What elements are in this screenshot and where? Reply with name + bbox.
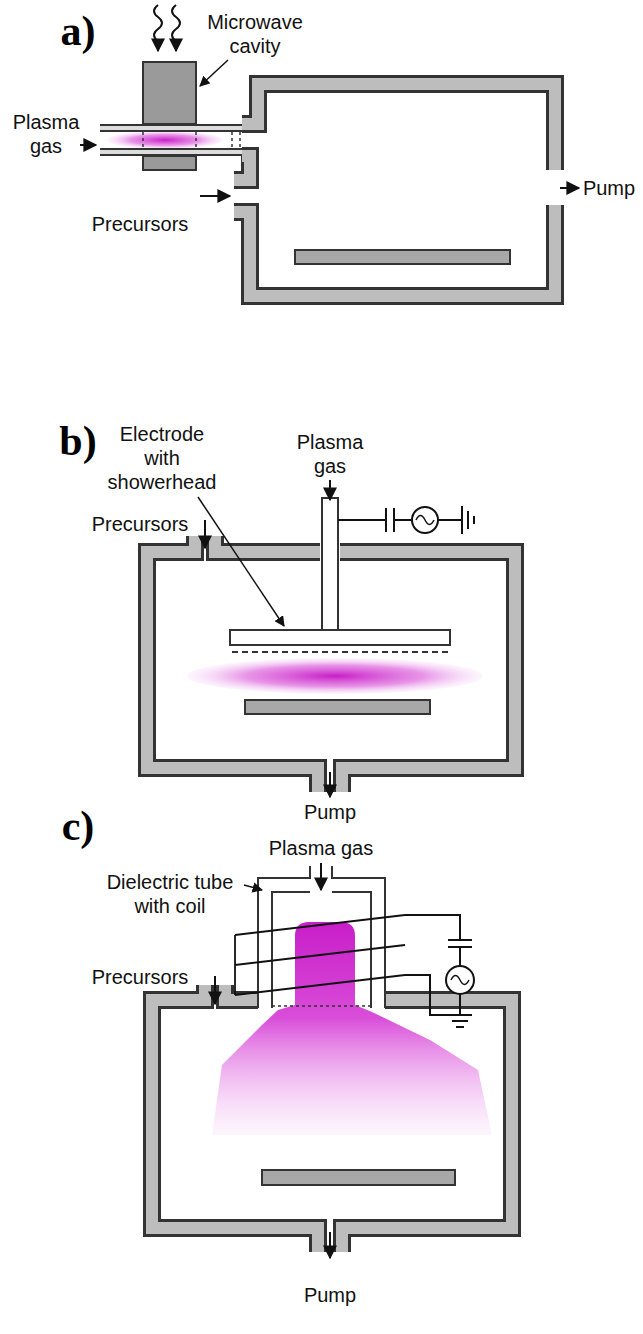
part-label: Electrode with showerhead bbox=[101, 422, 223, 494]
panel-letter: a) bbox=[43, 8, 113, 54]
part-label: Plasma gas bbox=[7, 110, 85, 158]
panel-b-drawing bbox=[147, 480, 515, 797]
part-label: Pump bbox=[285, 800, 375, 824]
panel-a-drawing bbox=[80, 5, 579, 296]
panel-letter: b) bbox=[43, 418, 113, 464]
part-label: Precursors bbox=[80, 965, 200, 989]
part-label: Microwave cavity bbox=[199, 10, 311, 58]
part-label: Precursors bbox=[80, 212, 200, 236]
part-label: Dielectric tube with coil bbox=[89, 870, 251, 918]
panel-letter: c) bbox=[43, 803, 113, 849]
part-label: Pump bbox=[578, 176, 640, 200]
part-label: Precursors bbox=[80, 512, 200, 536]
part-label: Plasma gas bbox=[251, 836, 391, 860]
part-label: Pump bbox=[285, 1283, 375, 1307]
panel-c-drawing bbox=[152, 863, 512, 1258]
part-label: Plasma gas bbox=[290, 430, 370, 478]
